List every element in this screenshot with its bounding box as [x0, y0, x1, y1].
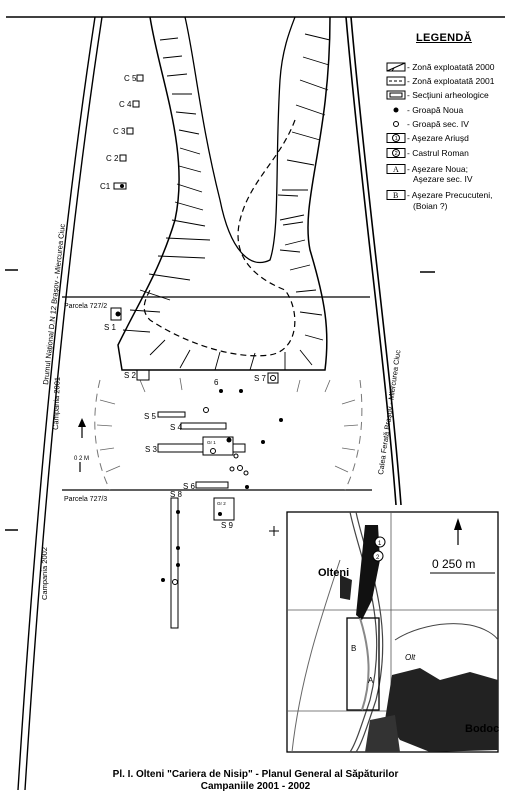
inset-mark-a: A [368, 676, 374, 685]
inner-zone [184, 16, 296, 264]
drill-c1 [113, 182, 127, 190]
section-s1 [110, 307, 122, 321]
slope-hachures [122, 33, 331, 371]
legend-text: - Aşezare Precucuteni, [407, 190, 493, 200]
s5-label: S 5 [144, 412, 157, 421]
campaign-2001-boundary [94, 379, 363, 491]
legend-text: - Groapă Noua [407, 105, 464, 115]
drill-c3 [126, 127, 134, 135]
inset-mark-2: 2 [376, 555, 380, 561]
dashed-box-icon [386, 76, 406, 86]
svg-text:1: 1 [395, 136, 398, 142]
open-dot-icon [393, 121, 399, 127]
filled-dot-icon [393, 107, 399, 113]
section-s8 [170, 497, 179, 629]
section-box-icon [386, 90, 406, 100]
exploited-zone-2000 [117, 16, 331, 371]
section-s5 [157, 411, 186, 418]
drill-c2 [119, 154, 127, 162]
c1-label: C1 [100, 182, 111, 191]
gr1-label: Gr 1 [207, 440, 216, 445]
exploited-zone-2001 [143, 119, 296, 357]
national-road [17, 16, 103, 791]
section-s6 [195, 481, 229, 489]
drill-c4 [132, 100, 140, 108]
pit-noua [120, 184, 124, 188]
pit-sec4 [270, 375, 276, 381]
s2-label: S 2 [124, 371, 137, 380]
caption-line-1: Pl. I. Olteni "Cariera de Nisip" - Planu… [112, 769, 399, 780]
inset-scale-label: 0 250 m [432, 557, 475, 571]
legend-text: - Castrul Roman [407, 148, 469, 158]
parcela-727-2-label: Parcela 727/2 [64, 303, 107, 310]
s7-label: S 7 [254, 374, 267, 383]
svg-text:A: A [393, 165, 399, 174]
legend-text: - Zonă exploatată 2000 [407, 62, 495, 72]
railway-label: Calea Ferată Braşov - Miercurea Ciuc [376, 349, 402, 475]
section-s3 [157, 443, 246, 453]
caption-line-2: Campaniile 2001 - 2002 [200, 781, 311, 792]
c4-label: C 4 [119, 100, 132, 109]
boxed-b-icon: B [386, 190, 406, 200]
legend-text: - Aşezare Ariuşd [407, 133, 469, 143]
boxed-a-icon: A [386, 164, 406, 174]
inset-mark-b: B [351, 644, 356, 653]
s9-label: S 9 [221, 521, 234, 530]
campania-2001-label: Campania 2001 [51, 377, 62, 430]
s6-label: S 6 [183, 482, 196, 491]
section-s2 [136, 369, 150, 381]
circled-two-icon: 2 [386, 148, 406, 158]
gr2-label: Gr 2 [217, 501, 226, 506]
s8-label: S 8 [170, 490, 183, 499]
pit-noua [115, 311, 121, 317]
section-s9 [213, 497, 235, 521]
parcela-727-3-label: Parcela 727/3 [64, 496, 107, 503]
inset-mark-1: 1 [378, 541, 382, 547]
inset-bodoc-label: Bodoc [465, 723, 499, 735]
c2-label: C 2 [106, 154, 119, 163]
inset-olt-label: Olt [405, 653, 416, 662]
inset-map [286, 511, 499, 753]
pits [161, 389, 283, 585]
campaign-2001-ticks [96, 377, 359, 473]
legend-title: LEGENDĂ [416, 32, 472, 44]
svg-text:2: 2 [395, 151, 398, 157]
legend-text: - Groapă sec. IV [407, 119, 469, 129]
scale-label: 0 2 M [74, 456, 89, 462]
campania-2002-label: Campania 2002 [40, 547, 49, 600]
north-arrow-head [78, 418, 86, 427]
section-s7 [267, 372, 279, 384]
legend-text: (Boian ?) [413, 201, 448, 211]
legend-text: - Secţiuni arheologice [407, 90, 489, 100]
c5-label: C 5 [124, 74, 137, 83]
railway [345, 16, 402, 506]
legend-text: - Zonă exploatată 2001 [407, 76, 495, 86]
legend-text: Aşezare sec. IV [413, 174, 473, 184]
inset-olteni-label: Olteni [318, 567, 349, 579]
legend-text: - Aşezare Noua; [407, 164, 468, 174]
c3-label: C 3 [113, 127, 126, 136]
s1-label: S 1 [104, 323, 117, 332]
section-s4 [180, 422, 227, 430]
pit-6-label: 6 [214, 378, 219, 387]
s4-label: S 4 [170, 423, 183, 432]
drill-c5 [136, 74, 144, 82]
svg-text:B: B [393, 191, 398, 200]
s3-label: S 3 [145, 445, 158, 454]
hatched-box-icon [386, 62, 406, 72]
circled-one-icon: 1 [386, 133, 406, 143]
caption: Pl. I. Olteni "Cariera de Nisip" - Planu… [0, 769, 511, 793]
